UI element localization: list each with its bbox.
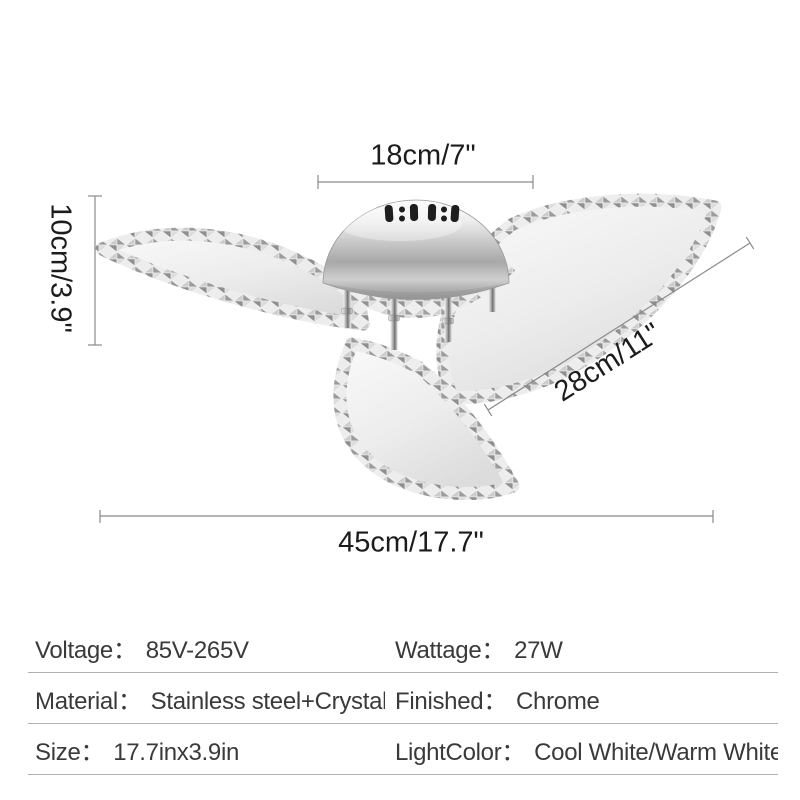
dimension-label-top: 18cm/7" (370, 139, 476, 172)
spec-label: Finished： (395, 687, 508, 715)
spec-value: Chrome (516, 687, 600, 715)
spec-cell-material: Material： Stainless steel+Crystal (28, 681, 385, 716)
spec-label: Voltage： (35, 636, 137, 664)
spec-row-voltage-wattage: Voltage： 85V-265V Wattage： 27W (28, 622, 778, 673)
spec-cell-size: Size： 17.7inx3.9in (28, 732, 385, 767)
canopy (322, 199, 510, 300)
spec-value: 17.7inx3.9in (113, 738, 240, 766)
spec-value: 85V-265V (145, 636, 249, 664)
spec-cell-wattage: Wattage： 27W (385, 630, 778, 665)
spec-cell-lightcolor: LightColor： Cool White/Warm White (385, 732, 778, 767)
spec-table: Voltage： 85V-265V Wattage： 27W Material：… (28, 622, 778, 775)
canopy-dome (322, 199, 510, 300)
spec-label: Size： (35, 738, 105, 766)
blade-left (95, 227, 370, 331)
spec-label: Material： (35, 687, 142, 715)
dimension-label-left: 10cm/3.9" (44, 203, 77, 333)
spec-row-size-lightcolor: Size： 17.7inx3.9in LightColor： Cool Whit… (28, 724, 778, 775)
dimension-line-diagonal (483, 236, 755, 417)
lamp-blades (95, 193, 722, 501)
dimension-lines (88, 175, 755, 523)
dimension-label-bottom: 45cm/17.7" (338, 526, 484, 559)
spec-value: Stainless steel+Crystal (150, 687, 385, 715)
spec-value: Cool White/Warm White (534, 738, 778, 766)
canopy-rim-shade (323, 283, 509, 300)
vent-slots (384, 203, 460, 223)
dimension-line-top (317, 175, 534, 189)
dimension-line-left (88, 195, 102, 346)
dimension-line-bottom (99, 510, 714, 523)
blade-bottom (333, 337, 520, 501)
spec-label: LightColor： (395, 738, 526, 766)
spec-label: Wattage： (395, 636, 506, 664)
spec-cell-voltage: Voltage： 85V-265V (28, 630, 385, 665)
spec-row-material-finished: Material： Stainless steel+Crystal Finish… (28, 673, 778, 724)
spec-cell-finished: Finished： Chrome (385, 681, 778, 716)
spec-value: 27W (514, 636, 563, 664)
